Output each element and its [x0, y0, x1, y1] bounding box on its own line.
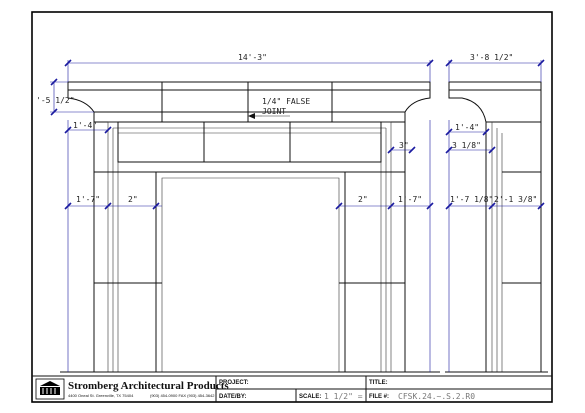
company-address: 4400 Oneal St. Greenville, TX 75404 [68, 393, 134, 398]
dim-side-upper: 1'-4" [455, 123, 479, 132]
company-logo [35, 378, 65, 400]
dim-left-inner: 2" [128, 195, 138, 204]
front-elevation [60, 81, 440, 373]
side-elevation [445, 81, 548, 373]
dim-side-lower-right: 2'-1 3/8" [494, 195, 537, 204]
note-false-joint-1: 1/4" FALSE [262, 97, 310, 106]
company-name: Stromberg Architectural Products [68, 380, 229, 392]
project-label: PROJECT: [219, 380, 249, 386]
dim-side-lower-left: 1'-7 1/8" [450, 195, 493, 204]
dim-right-leg: 1'-7" [398, 195, 422, 204]
company-phone: (903) 454-0900 FAX (903) 454-3642 [150, 393, 215, 398]
note-false-joint-2: JOINT [262, 107, 286, 116]
dim-side-upper2: 3 1/8" [452, 141, 481, 150]
front-dimensions: 14'-3" '-5 1/2" 1/4" FALSE JOINT 1'-4" 3… [36, 53, 434, 372]
file-value: CFSK.24.~.S.2.R0 [398, 392, 475, 401]
dim-leg-width-upper: 1'-4" [73, 121, 97, 130]
title-label: TITLE: [369, 380, 388, 386]
title-block: Stromberg Architectural Products 4400 On… [32, 375, 552, 402]
scale-label: SCALE: [299, 394, 321, 400]
scale-value: 1 1/2" = [324, 392, 363, 401]
dim-mantel-height: '-5 1/2" [36, 96, 75, 105]
dim-side-depth: 3'-8 1/2" [470, 53, 513, 62]
side-dimensions: 3'-8 1/2" 1'-4" 3 1/8" 1'-7 1/8" 2'-1 3/… [445, 53, 545, 372]
dim-reveal: 3" [399, 141, 409, 150]
date-label: DATE/BY: [219, 394, 246, 400]
dim-overall-width: 14'-3" [238, 53, 267, 62]
file-label: FILE #: [369, 394, 389, 400]
dim-left-leg: 1'-7" [76, 195, 100, 204]
dim-right-inner: 2" [358, 195, 368, 204]
sheet-border [31, 11, 553, 403]
